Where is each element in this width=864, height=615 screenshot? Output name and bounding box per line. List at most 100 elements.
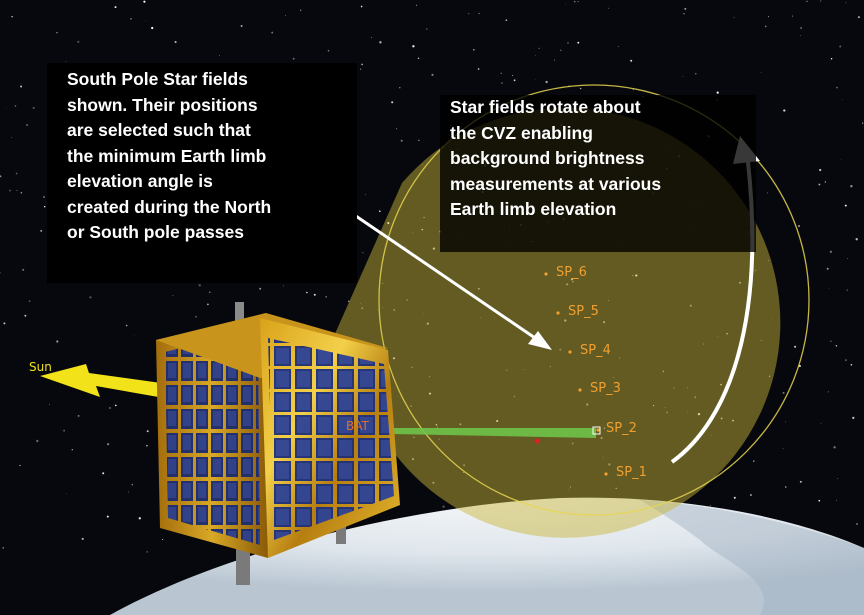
star bbox=[732, 419, 734, 422]
star bbox=[567, 488, 569, 490]
star bbox=[16, 189, 18, 191]
star bbox=[666, 411, 668, 414]
star bbox=[784, 486, 787, 488]
star bbox=[573, 0, 576, 3]
star bbox=[824, 181, 826, 183]
star bbox=[14, 105, 17, 107]
star bbox=[850, 185, 853, 188]
star bbox=[827, 391, 829, 393]
star bbox=[766, 192, 769, 194]
star bbox=[837, 478, 838, 479]
star bbox=[282, 285, 284, 287]
star bbox=[839, 183, 841, 185]
star bbox=[421, 228, 424, 231]
star bbox=[412, 231, 414, 233]
star bbox=[472, 48, 475, 51]
sp-6-label: SP_6 bbox=[556, 265, 587, 280]
star bbox=[128, 491, 129, 493]
sp-5-marker bbox=[556, 311, 560, 315]
star bbox=[102, 472, 105, 475]
star bbox=[664, 407, 666, 409]
star bbox=[15, 172, 18, 175]
star bbox=[523, 369, 525, 371]
star bbox=[513, 395, 516, 398]
star bbox=[830, 57, 833, 60]
star bbox=[682, 76, 684, 77]
star bbox=[772, 317, 773, 319]
star bbox=[505, 19, 508, 21]
star bbox=[600, 436, 603, 440]
star bbox=[143, 0, 146, 3]
star bbox=[652, 404, 655, 407]
star bbox=[618, 357, 621, 359]
star bbox=[635, 274, 638, 277]
star bbox=[602, 456, 604, 458]
star bbox=[839, 45, 842, 48]
star bbox=[365, 194, 367, 196]
star bbox=[77, 414, 80, 417]
star bbox=[411, 366, 413, 369]
star bbox=[404, 246, 407, 248]
sp-2-label: SP_2 bbox=[606, 421, 637, 436]
star bbox=[43, 196, 45, 198]
star bbox=[396, 128, 398, 130]
star bbox=[172, 294, 174, 297]
star bbox=[382, 307, 384, 309]
star bbox=[564, 319, 567, 322]
star bbox=[361, 63, 363, 66]
star bbox=[393, 357, 395, 360]
star bbox=[572, 280, 574, 283]
star bbox=[43, 205, 46, 208]
star bbox=[477, 287, 480, 290]
star bbox=[857, 16, 860, 19]
star bbox=[300, 9, 302, 11]
star bbox=[387, 222, 390, 225]
star bbox=[709, 505, 711, 507]
star bbox=[436, 426, 438, 428]
star bbox=[797, 224, 801, 228]
star-field-markers bbox=[544, 272, 608, 476]
star bbox=[767, 259, 770, 262]
star bbox=[382, 283, 384, 284]
south-pole-annotation-text: South Pole Star fields shown. Their posi… bbox=[67, 69, 272, 242]
star bbox=[25, 123, 29, 127]
star bbox=[753, 460, 755, 462]
star bbox=[836, 86, 838, 89]
south-pole-annotation: South Pole Star fields shown. Their posi… bbox=[47, 63, 357, 283]
star bbox=[577, 1, 579, 3]
star bbox=[11, 16, 13, 18]
sp-6-marker bbox=[544, 272, 548, 276]
star bbox=[114, 404, 117, 407]
star bbox=[818, 499, 821, 502]
star bbox=[839, 159, 841, 161]
star bbox=[435, 423, 438, 426]
star bbox=[362, 251, 364, 254]
star bbox=[0, 175, 2, 178]
star bbox=[841, 99, 843, 100]
star bbox=[615, 487, 617, 490]
star bbox=[717, 336, 719, 337]
star bbox=[577, 41, 580, 44]
spacecraft: BAT bbox=[156, 302, 400, 585]
star bbox=[850, 363, 853, 366]
star bbox=[829, 250, 833, 253]
star bbox=[733, 17, 735, 18]
sun-label: Sun bbox=[29, 360, 52, 374]
star bbox=[586, 403, 589, 406]
star bbox=[429, 376, 431, 378]
star bbox=[379, 210, 381, 212]
star bbox=[145, 20, 147, 22]
star bbox=[534, 55, 536, 57]
sp-4-label: SP_4 bbox=[580, 343, 611, 358]
star bbox=[711, 435, 712, 436]
star bbox=[846, 289, 848, 291]
star bbox=[400, 139, 403, 142]
star bbox=[683, 12, 685, 15]
star bbox=[325, 296, 328, 298]
star bbox=[632, 275, 634, 277]
star bbox=[794, 345, 797, 348]
boresight-line bbox=[392, 428, 596, 438]
star bbox=[306, 291, 308, 294]
star bbox=[820, 0, 822, 2]
star bbox=[603, 427, 606, 430]
